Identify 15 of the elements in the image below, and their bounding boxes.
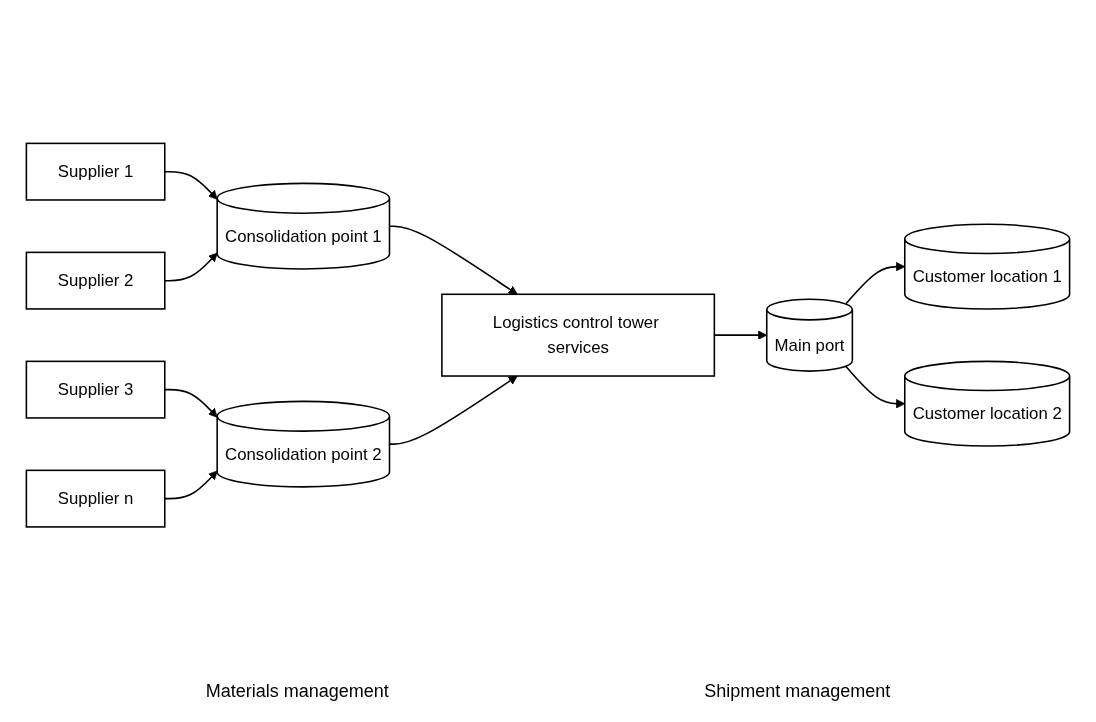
bracket-label: Shipment management	[704, 681, 891, 702]
arrow	[164, 389, 218, 418]
node-box: Logistics control tower services	[441, 293, 716, 378]
node-box: Supplier n	[25, 469, 166, 529]
arrow	[845, 262, 906, 306]
node-box: Supplier 2	[25, 251, 166, 311]
arrow	[164, 470, 218, 500]
arrow	[845, 365, 906, 409]
bracket-label: Materials management	[205, 681, 389, 702]
node-box: Supplier 3	[25, 360, 166, 420]
arrow	[164, 171, 218, 201]
arrow	[164, 253, 218, 282]
arrow	[388, 225, 518, 296]
node-box: Supplier 1	[25, 142, 166, 202]
arrow	[388, 375, 518, 446]
